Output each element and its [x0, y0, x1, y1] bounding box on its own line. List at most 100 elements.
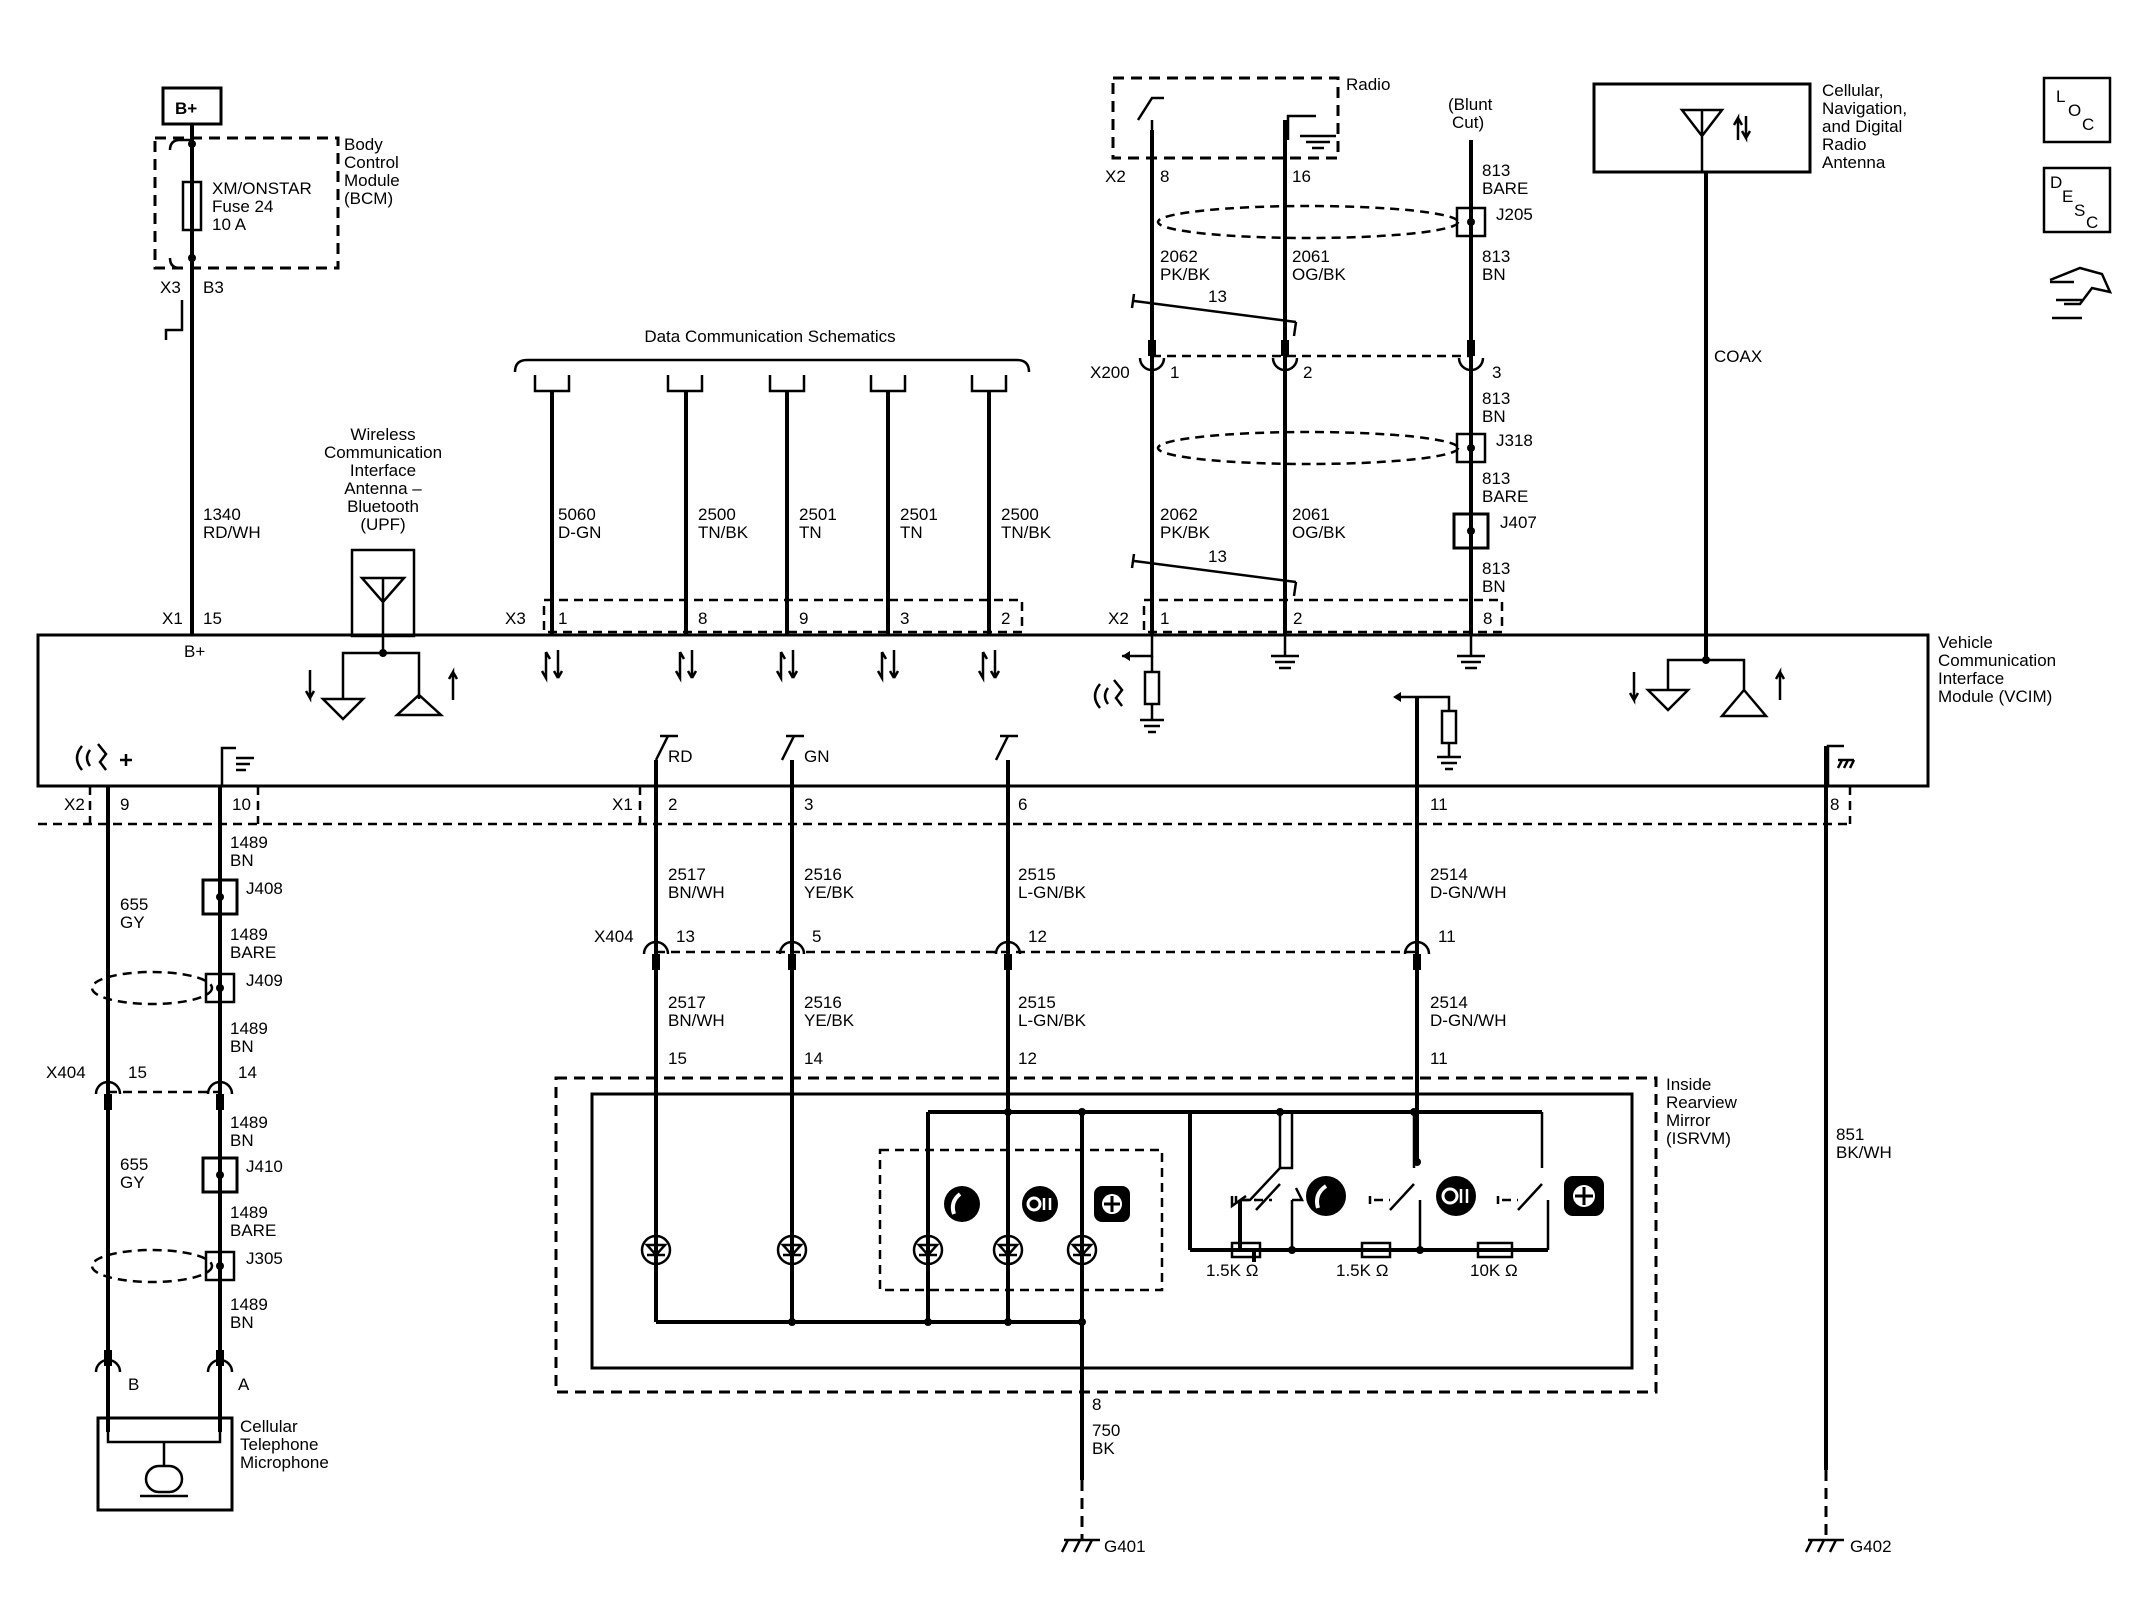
x200-connector: X200 1 2 3 — [1090, 340, 1501, 382]
switch-gn-label: GN — [804, 747, 830, 766]
mic-label-1: Cellular — [240, 1417, 298, 1436]
internal-bluetooth-antenna — [304, 636, 459, 721]
blunt-cut-2: Cut) — [1452, 113, 1484, 132]
radio-lower-1-color: PK/BK — [1160, 523, 1211, 542]
mw-lower-4-circuit: 2514 — [1430, 993, 1468, 1012]
twist-lower-label: 13 — [1208, 547, 1227, 566]
upf-label-6: (UPF) — [360, 515, 405, 534]
svg-text:E: E — [2062, 187, 2073, 206]
x404-pin-5: 5 — [812, 927, 821, 946]
isrvm-label-1: Inside — [1666, 1075, 1711, 1094]
x404-mirror-connector: X404 13 5 12 11 — [594, 927, 1456, 970]
x1-pin-2: 2 — [668, 795, 677, 814]
onstar-button-icon — [1436, 1176, 1476, 1216]
svg-text:O: O — [2068, 101, 2081, 120]
wire-1340-circuit: 1340 — [203, 505, 241, 524]
splice-j305 — [204, 1250, 236, 1282]
radio-audio-input — [1093, 636, 1164, 734]
radio-label: Radio — [1346, 75, 1390, 94]
ground-symbol-2061 — [1271, 636, 1299, 670]
cellular-antenna: Cellular, Navigation, and Digital Radio … — [1592, 81, 1907, 174]
upf-label-2: Communication — [324, 443, 442, 462]
switch-rd-label: RD — [668, 747, 693, 766]
connector-view-icon[interactable] — [2049, 266, 2113, 320]
phone-icon — [944, 1186, 980, 1222]
bcm-label-2: Control — [344, 153, 399, 172]
x3-pin-9: 9 — [799, 609, 808, 628]
svg-text:L: L — [2056, 87, 2065, 106]
bcm-label-4: (BCM) — [344, 189, 393, 208]
radio-lower-1-circuit: 2062 — [1160, 505, 1198, 524]
radio-upper-2-color: OG/BK — [1292, 265, 1347, 284]
wireless-antenna: Wireless Communication Interface Antenna… — [324, 425, 442, 638]
mirror-ground-pin: 8 — [1092, 1395, 1101, 1414]
bplus-label: B+ — [175, 99, 197, 118]
twist-upper-label: 13 — [1208, 287, 1227, 306]
j318-label: J318 — [1496, 431, 1533, 450]
desc-icon[interactable]: D E S C — [2042, 166, 2112, 234]
isrvm-label-4: (ISRVM) — [1666, 1129, 1731, 1148]
j408-label: J408 — [246, 879, 283, 898]
svg-text:C: C — [2086, 213, 2098, 232]
loc-icon[interactable]: L O C — [2042, 76, 2112, 144]
dc-wire-2-circuit: 2500 — [698, 505, 736, 524]
led-indicators — [640, 1234, 1098, 1266]
x404-mic-label: X404 — [46, 1063, 86, 1082]
mw-upper-3-color: L-GN/BK — [1018, 883, 1087, 902]
dc-wire-5-color: TN/BK — [1001, 523, 1052, 542]
mw-upper-2-circuit: 2516 — [804, 865, 842, 884]
radio-upper-1-color: PK/BK — [1160, 265, 1211, 284]
dc-wire-1-circuit: 5060 — [558, 505, 596, 524]
mic-pin-a: A — [238, 1375, 250, 1394]
splice-j409 — [204, 972, 236, 1004]
dc-wire-3-color: TN — [799, 523, 822, 542]
drain-4-color: BARE — [1482, 487, 1528, 506]
x200-pin-1: 1 — [1170, 363, 1179, 382]
x1-mirror-connector: X1 — [612, 795, 633, 814]
j205-label: J205 — [1496, 205, 1533, 224]
led-group-outline — [878, 1148, 1164, 1292]
drain-1-circuit: 813 — [1482, 161, 1510, 180]
mic-a-1-circuit: 655 — [120, 895, 148, 914]
vcim-switch-3 — [994, 734, 1018, 761]
mic-a-2-color: GY — [120, 1173, 145, 1192]
data-comm-title: Data Communication Schematics — [644, 327, 895, 346]
svg-text:C: C — [2082, 115, 2094, 134]
wire-851-circuit: 851 — [1836, 1125, 1864, 1144]
dc-wire-5-circuit: 2500 — [1001, 505, 1039, 524]
radio-upper-1-circuit: 2062 — [1160, 247, 1198, 266]
emergency-icon — [1094, 1186, 1130, 1222]
drain-5-circuit: 813 — [1482, 559, 1510, 578]
x1-pin-6: 6 — [1018, 795, 1027, 814]
x200-pin-2: 2 — [1303, 363, 1312, 382]
g402-label: G402 — [1850, 1537, 1892, 1556]
splice-j407 — [1452, 512, 1490, 550]
chassis-ground-symbol — [1826, 744, 1856, 786]
ground-symbol-813 — [1457, 636, 1485, 670]
dc-wire-2-color: TN/BK — [698, 523, 749, 542]
mirror-pin-14: 14 — [804, 1049, 823, 1068]
mic-ground-symbol — [220, 746, 254, 786]
radio-lower-2-color: OG/BK — [1292, 523, 1347, 542]
x404-pin-11: 11 — [1438, 927, 1456, 946]
mw-lower-3-circuit: 2515 — [1018, 993, 1056, 1012]
upf-label-5: Bluetooth — [347, 497, 419, 516]
x2-pin-1: 1 — [1160, 609, 1169, 628]
mic-b-6-color: BN — [230, 1313, 254, 1332]
radio-connector: X2 — [1105, 167, 1126, 186]
mic-a-2-circuit: 655 — [120, 1155, 148, 1174]
radio-upper-2-circuit: 2061 — [1292, 247, 1330, 266]
shield-ellipse-mic-1 — [90, 970, 214, 1006]
mic-b-1-circuit: 1489 — [230, 833, 268, 852]
antenna-label-4: Radio — [1822, 135, 1866, 154]
x404-mic-connector: X404 15 14 — [46, 1063, 257, 1110]
x3-connector-outline — [542, 598, 1024, 634]
x1-pin-11: 11 — [1430, 795, 1448, 814]
vcim-module — [36, 633, 1930, 788]
switch-icons — [1306, 1176, 1604, 1216]
mic-b-3-color: BN — [230, 1037, 254, 1056]
j409-label: J409 — [246, 971, 283, 990]
fuse-label-1: XM/ONSTAR — [212, 179, 312, 198]
dc-wire-4-circuit: 2501 — [900, 505, 938, 524]
vcim-label-4: Module (VCIM) — [1938, 687, 2052, 706]
